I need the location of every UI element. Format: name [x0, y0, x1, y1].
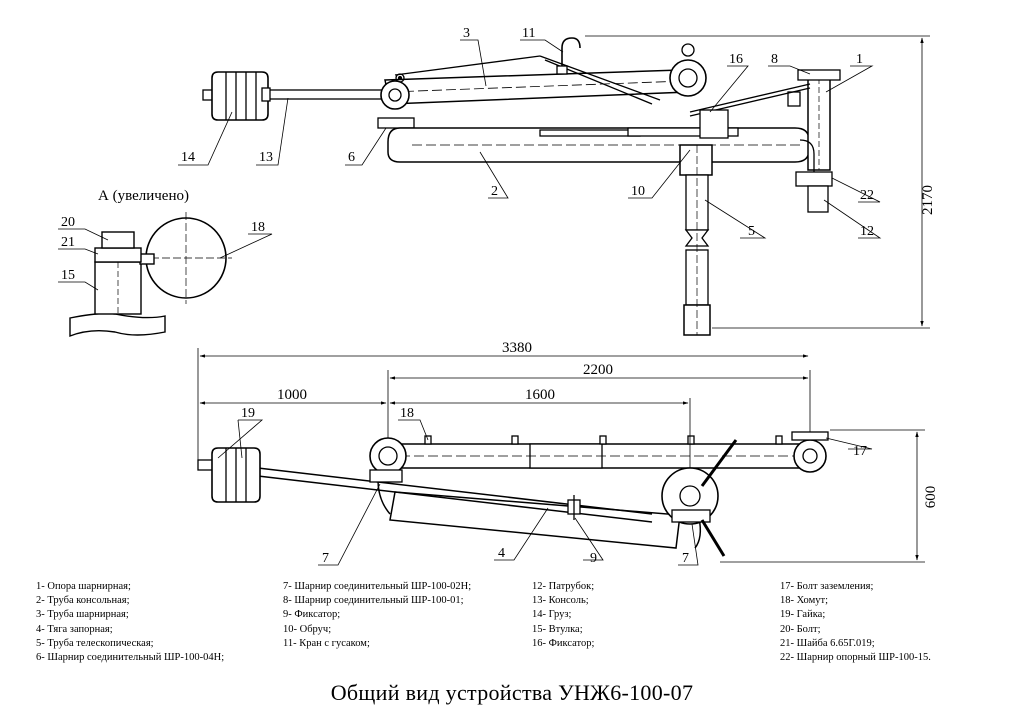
callout-8: 8 [771, 52, 778, 67]
detail-a-label: А (увеличено) [98, 188, 189, 204]
legend-item: 15- Втулка; [532, 623, 583, 635]
legend-item: 19- Гайка; [780, 609, 826, 621]
callout-7-right: 7 [682, 551, 689, 566]
callout-5: 5 [748, 224, 755, 239]
legend-item: 22- Шарнир опорный ШР-100-15. [780, 652, 931, 664]
legend-item: 1- Опора шарнирная; [36, 581, 131, 592]
legend-item: 4- Тяга запорная; [36, 623, 113, 635]
dim-600-label: 600 [923, 486, 939, 509]
legend-item: 2- Труба консольная; [36, 595, 130, 607]
legend-item: 20- Болт; [780, 623, 821, 635]
callout-18-detail: 18 [251, 220, 265, 235]
callout-10: 10 [631, 184, 645, 199]
legend-column-2: 7- Шарнир соединительный ШР-100-02Н; 8- Ш… [283, 580, 471, 651]
console-rod-top [267, 89, 384, 100]
dim-1000-label: 1000 [277, 387, 307, 403]
dim-3380-label: 3380 [502, 340, 532, 356]
callout-22: 22 [860, 188, 874, 203]
plan-dimensions [197, 348, 925, 563]
callout-20: 20 [61, 215, 75, 230]
legend-item: 5- Труба телескопическая; [36, 637, 154, 649]
legend-item: 18- Хомут; [780, 595, 828, 607]
callout-17: 17 [853, 444, 867, 459]
callout-2: 2 [491, 184, 498, 199]
legend-column-4: 17- Болт заземления; 18- Хомут; 19- Гайка;… [780, 580, 931, 665]
telescopic-pipe-top [679, 144, 713, 336]
callout-1: 1 [856, 52, 863, 67]
callout-6: 6 [348, 150, 355, 165]
callout-12: 12 [860, 224, 874, 239]
legend-item: 3- Труба шарнирная; [36, 609, 129, 621]
legend-column-3: 12- Патрубок; 13- Консоль; 14- Груз; 15- Вт… [532, 580, 594, 651]
callout-9: 9 [590, 551, 597, 566]
dim-2170 [585, 35, 930, 329]
side-view [202, 37, 841, 336]
legend-item: 13- Консоль; [532, 595, 589, 607]
callout-4: 4 [498, 546, 505, 561]
callout-15: 15 [61, 268, 75, 283]
detail-a [69, 212, 232, 338]
hinge-6 [380, 80, 410, 110]
callout-11: 11 [522, 26, 535, 41]
callout-18-plan: 18 [400, 406, 414, 421]
callout-21: 21 [61, 235, 75, 250]
callout-16: 16 [729, 52, 743, 67]
dim-2170-label: 2170 [920, 185, 936, 215]
callout-14: 14 [181, 150, 195, 165]
counterweight-top [202, 71, 269, 121]
hinged-pipe-top [384, 69, 690, 105]
legend-item: 16- Фиксатор; [532, 637, 595, 649]
legend-item: 7- Шарнир соединительный ШР-100-02Н; [283, 581, 472, 592]
leader-lines [58, 39, 882, 566]
legend-item: 9- Фиксатор; [283, 609, 341, 621]
legend-item: 17- Болт заземления; [780, 581, 874, 592]
legend-item: 21- Шайба 6.65Г.019; [780, 637, 875, 649]
callout-7-left: 7 [322, 551, 329, 566]
dim-2200-label: 2200 [583, 362, 613, 378]
callout-13: 13 [259, 150, 273, 165]
drawing-title: Общий вид устройства УНЖ6-100-07 [330, 680, 694, 705]
callout-19: 19 [241, 406, 255, 421]
legend-item: 8- Шарнир соединительный ШР-100-01; [283, 595, 464, 607]
plan-view [197, 431, 829, 557]
legend-item: 6- Шарнир соединительный ШР-100-04Н; [36, 652, 225, 664]
legend-column-1: 1- Опора шарнирная; 2- Труба консольная; 3… [36, 580, 224, 665]
legend-item: 14- Груз; [532, 609, 572, 621]
legend-item: 11- Кран с гусаком; [283, 637, 370, 649]
hinged-pipe-plan [389, 491, 681, 549]
callout-3: 3 [463, 26, 470, 41]
nozzle-12-top [807, 185, 829, 213]
legend-item: 10- Обруч; [283, 623, 332, 635]
legend-item: 12- Патрубок; [532, 581, 595, 592]
dim-1600-label: 1600 [525, 387, 555, 403]
